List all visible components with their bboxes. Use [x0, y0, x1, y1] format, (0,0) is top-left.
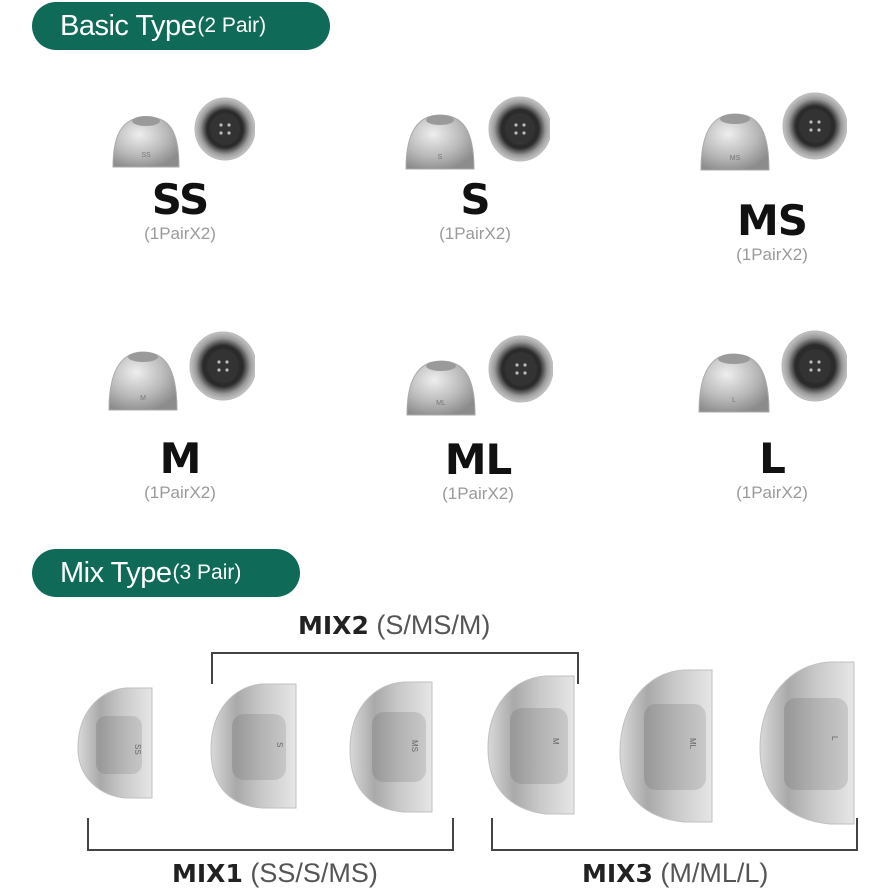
eartip-pair-icon: MS [700, 92, 847, 171]
pair-quantity: (1PairX2) [144, 224, 216, 243]
size-card-l: L L (1PairX2) [672, 330, 872, 504]
tip-label: ML [688, 738, 697, 750]
mix-type-label: Mix Type [60, 556, 172, 589]
eartip-l-icon: L [759, 661, 855, 825]
eartip-pair-icon: S [405, 96, 550, 170]
mix3-title: MIX3 (M/ML/L) [582, 858, 768, 889]
size-label: M [159, 434, 202, 483]
mix3-name: MIX3 [582, 859, 653, 888]
size-label: S [460, 175, 490, 224]
basic-type-label: Basic Type [60, 9, 197, 42]
mix2-title: MIX2 (S/MS/M) [298, 610, 490, 641]
svg-text:S: S [438, 154, 443, 161]
size-label: MS [736, 196, 808, 245]
pair-quantity: (1PairX2) [439, 224, 511, 243]
mix3-sizes: (M/ML/L) [660, 858, 769, 888]
size-card-s: S S (1PairX2) [375, 95, 575, 245]
eartip-pair-icon: ML [406, 335, 553, 416]
eartip-ml-icon: ML [619, 669, 713, 823]
pair-quantity: (1PairX2) [736, 245, 808, 264]
pair-quantity: (1PairX2) [144, 483, 216, 502]
svg-text:MS: MS [730, 155, 741, 162]
eartip-ms-icon: MS [349, 681, 433, 813]
eartip-pair-icon: L [698, 330, 847, 413]
tip-label: S [275, 742, 284, 747]
mix2-bracket [211, 652, 579, 684]
tip-label: SS [133, 744, 142, 755]
basic-type-badge: Basic Type(2 Pair) [32, 2, 330, 50]
svg-text:SS: SS [141, 152, 151, 159]
size-label: SS [151, 175, 210, 224]
mix1-title: MIX1 (SS/S/MS) [172, 858, 378, 889]
size-card-ss: SS SS (1PairX2) [80, 95, 280, 245]
mix-eartips-row: SS S MS M ML L [77, 661, 855, 825]
tip-label: L [830, 736, 839, 741]
size-label: L [759, 434, 786, 483]
eartip-pair-icon: M [108, 331, 255, 411]
mix1-name: MIX1 [172, 859, 243, 888]
svg-text:L: L [732, 397, 736, 404]
pair-quantity: (1PairX2) [442, 484, 514, 503]
tip-label: M [551, 738, 560, 745]
pair-quantity: (1PairX2) [736, 483, 808, 502]
eartip-ss-icon: SS [77, 687, 153, 799]
mix1-bracket [87, 818, 454, 851]
eartip-m-icon: M [487, 675, 575, 815]
svg-text:M: M [140, 395, 146, 402]
mix-type-badge: Mix Type(3 Pair) [32, 549, 300, 597]
tip-label: MS [410, 740, 419, 752]
eartip-pair-icon: SS [112, 97, 255, 168]
svg-text:ML: ML [436, 400, 446, 407]
size-card-ms: MS MS (1PairX2) [672, 92, 872, 266]
mix2-sizes: (S/MS/M) [376, 610, 491, 640]
size-card-ml: ML ML (1PairX2) [378, 335, 578, 505]
mix3-bracket [491, 818, 858, 851]
size-label: ML [444, 435, 513, 484]
basic-type-pair-count: (2 Pair) [197, 14, 267, 37]
mix-type-pair-count: (3 Pair) [172, 561, 242, 584]
eartip-s-icon: S [210, 683, 297, 809]
mix2-name: MIX2 [298, 611, 369, 640]
mix1-sizes: (SS/S/MS) [250, 858, 378, 888]
size-card-m: M M (1PairX2) [80, 330, 280, 504]
